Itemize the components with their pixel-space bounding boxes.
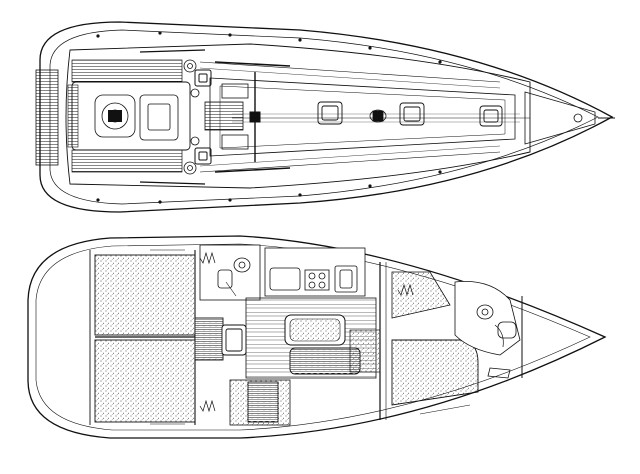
deck-winches: [183, 59, 200, 175]
deck-plan: [35, 21, 615, 213]
aft-cabin-berth-starboard: [94, 339, 196, 423]
aft-head: [199, 244, 261, 301]
deck-hull-outline: [39, 21, 614, 213]
deck-helm-pedestal: [94, 94, 136, 138]
interior-hull-outline: [27, 235, 607, 439]
deck-toe-rail: [49, 29, 599, 205]
companionway-steps: [194, 317, 247, 361]
interior-plan: [27, 235, 607, 439]
deck-cabin-outline: [65, 43, 531, 189]
galley: [264, 247, 366, 297]
forward-head: [454, 281, 521, 356]
interior-hull-inner: [35, 243, 591, 431]
deck-companionway: [204, 83, 249, 150]
saloon-settee: [289, 347, 361, 375]
deck-hatches: [317, 101, 503, 127]
aft-cabin-berth-port: [94, 254, 196, 336]
deck-cockpit-table: [139, 94, 179, 141]
deck-cockpit-grating-top: [71, 59, 183, 83]
nav-table: [247, 381, 279, 423]
deck-mast-step: [369, 109, 387, 123]
deck-stanchions: [96, 31, 442, 204]
deck-anchor-locker: [524, 91, 596, 145]
deck-transom-grating: [35, 69, 59, 166]
deck-cockpit-grating-bottom: [71, 149, 183, 173]
